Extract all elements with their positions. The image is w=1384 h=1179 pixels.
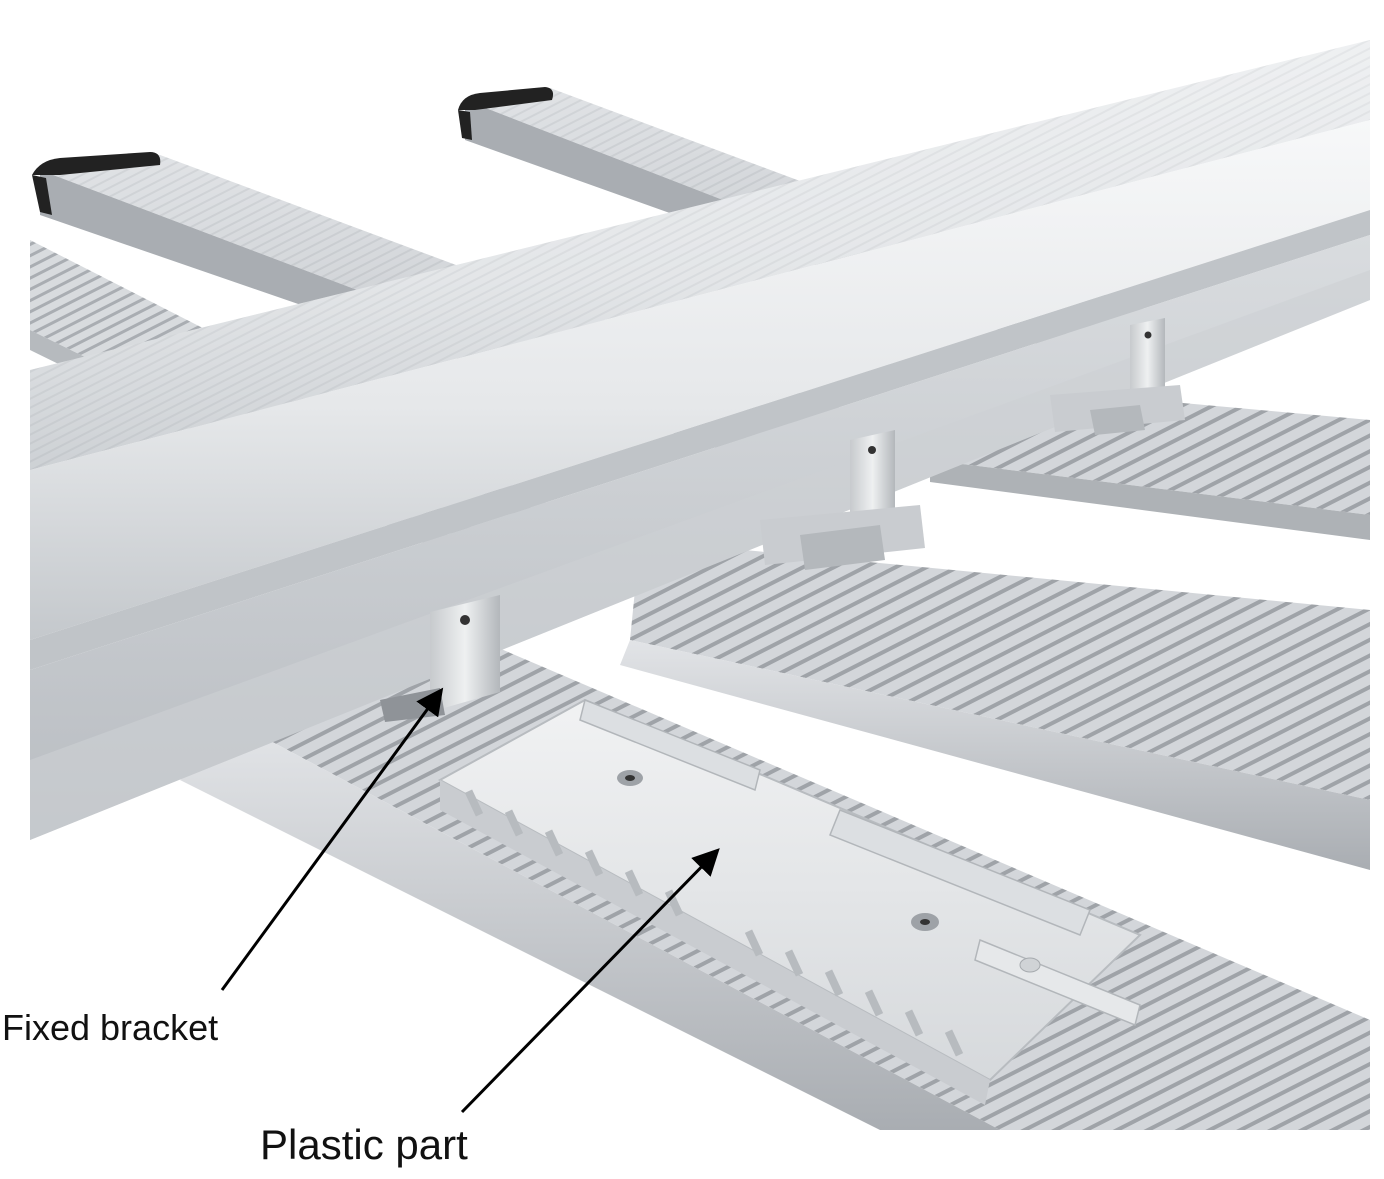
bracket-far	[1050, 318, 1185, 435]
plastic-teeth	[464, 789, 964, 1057]
end-cap-right	[458, 87, 554, 110]
main-rail	[30, 40, 1370, 840]
end-cap-left	[32, 152, 161, 175]
plastic-part	[437, 698, 1142, 1105]
slat-middle	[620, 540, 1370, 870]
fixed-bracket-label: Fixed bracket	[2, 1007, 219, 1048]
bracket-middle	[760, 430, 925, 570]
plastic-part-label: Plastic part	[260, 1121, 468, 1168]
fixed-bracket-arrow	[220, 687, 444, 991]
plastic-part-arrow	[460, 848, 720, 1114]
